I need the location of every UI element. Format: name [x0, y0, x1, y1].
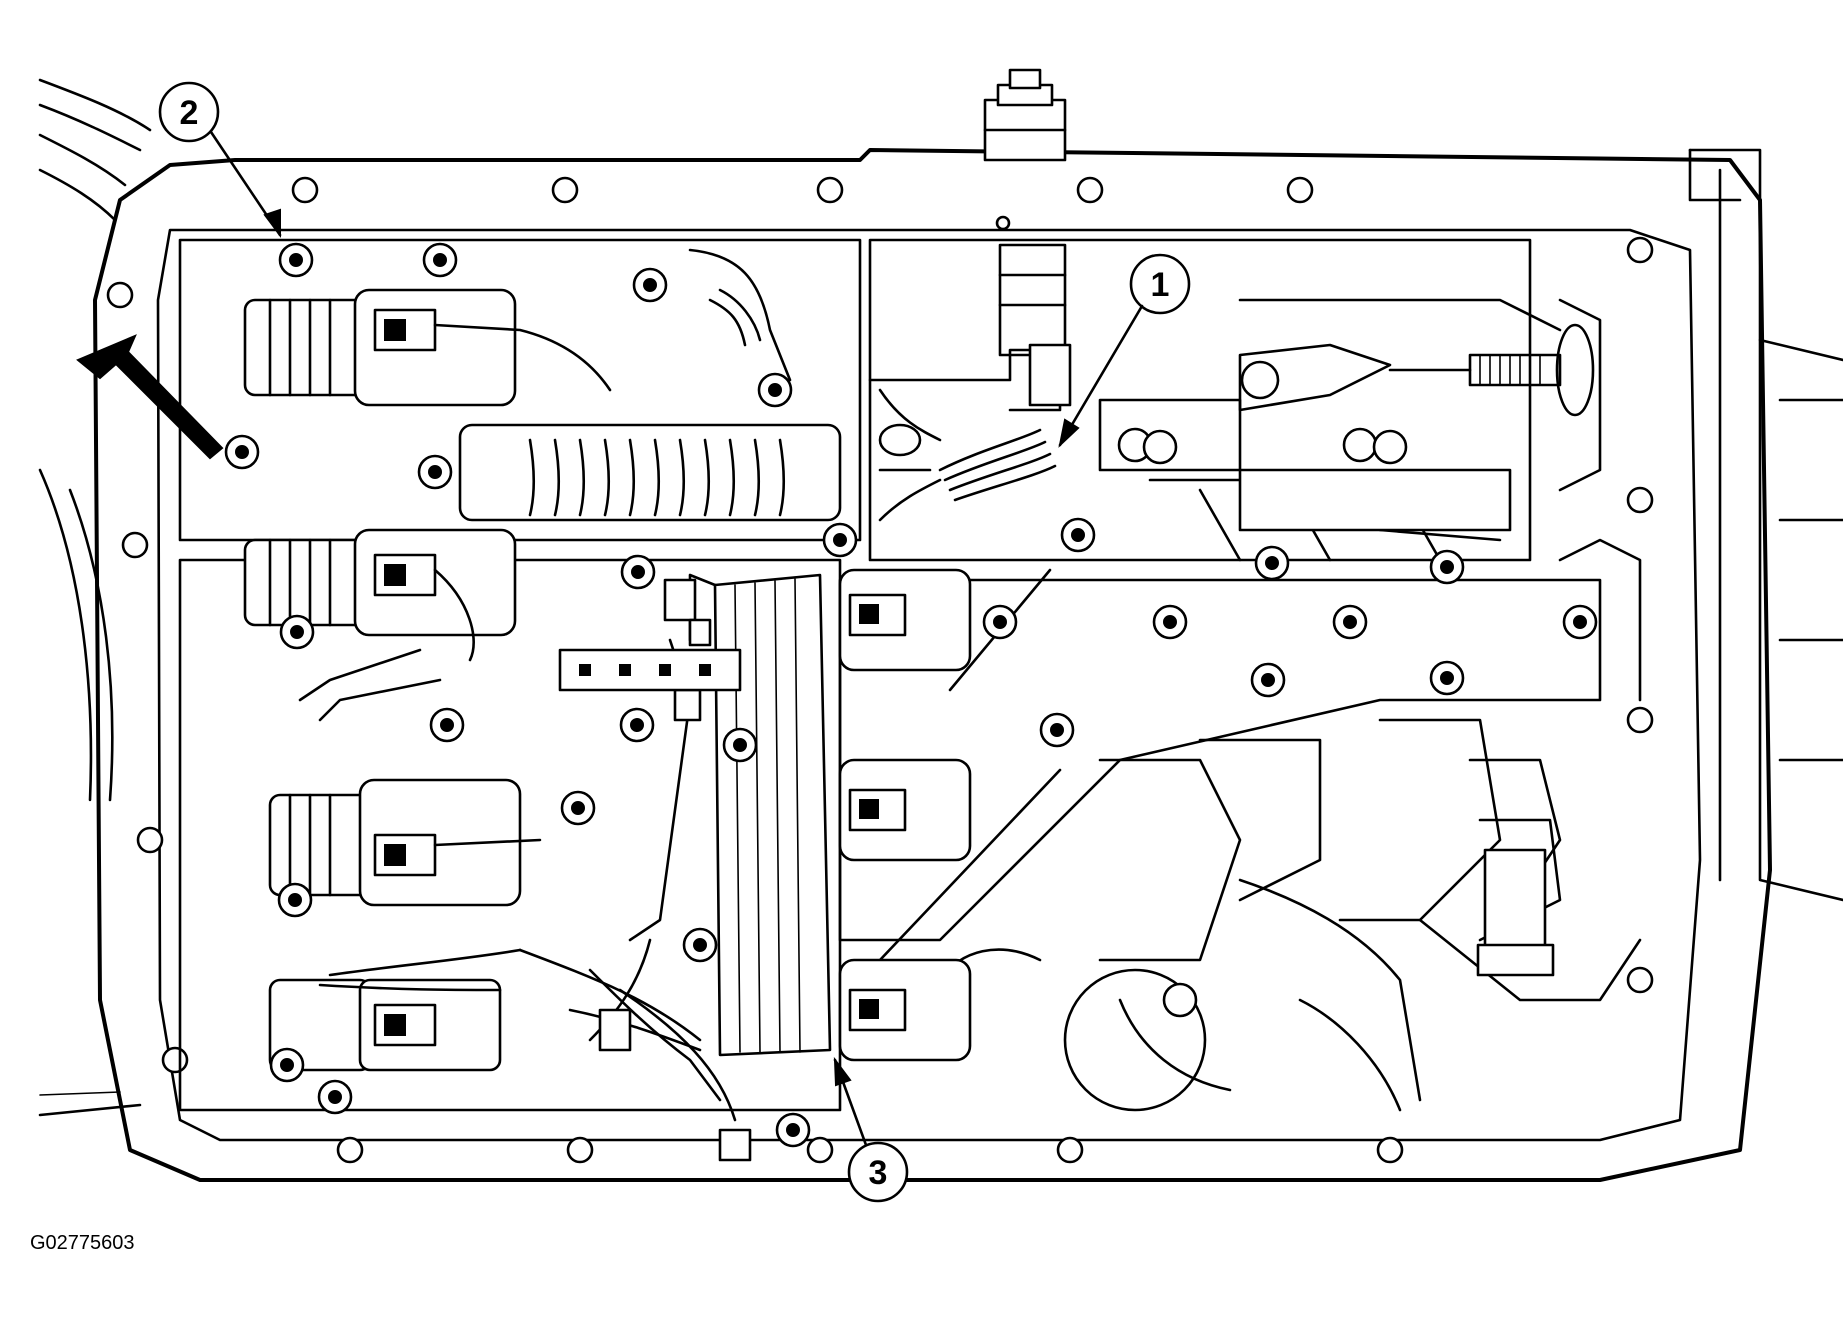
callout-2: 2: [158, 81, 282, 238]
shift-solenoids: [243, 288, 972, 1072]
callout-3-label: 3: [869, 1154, 888, 1192]
callout-1: 1: [1058, 253, 1191, 448]
manual-shift-linkage: [1098, 298, 1602, 562]
pressure-control-solenoid: [458, 248, 842, 522]
pan-flange: [93, 148, 1772, 1182]
figure-id: G02775603: [30, 1232, 135, 1254]
pointer-arrow: [76, 334, 224, 460]
valve-body-bolts: [224, 242, 1598, 1148]
flange-bolt-holes: [106, 176, 1654, 1164]
callout-2-label: 2: [180, 94, 199, 132]
harness-connectors: [558, 578, 752, 1162]
callout-3: 3: [833, 1056, 909, 1203]
transmission-case-outline: [38, 78, 1843, 1117]
valve-body: [178, 238, 1642, 1112]
detent-spring: [868, 343, 1072, 472]
callout-1-label: 1: [1151, 266, 1170, 304]
filler-tube: [983, 68, 1067, 357]
